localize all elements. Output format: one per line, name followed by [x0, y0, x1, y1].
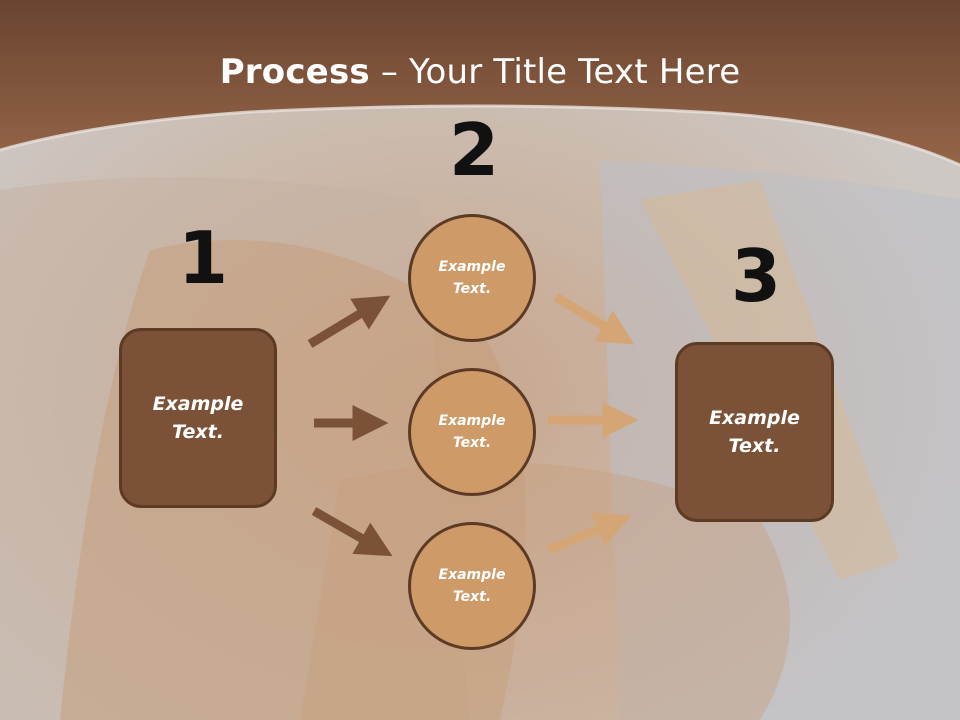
arrow-1-to-2c	[311, 507, 393, 557]
step-3-number: 3	[731, 234, 782, 318]
title-bold: Process	[219, 52, 370, 92]
step-2-number: 2	[449, 108, 500, 192]
arrow-1-to-2a	[307, 295, 391, 348]
step-3-box: Example Text.	[675, 342, 834, 522]
step-2-circle-3: Example Text.	[408, 522, 536, 650]
step-2-circle-2-text: Example Text.	[438, 412, 506, 451]
step-1-text: Example Text.	[152, 392, 244, 444]
step-1-box: Example Text.	[119, 328, 277, 508]
step-2-circle-2: Example Text.	[408, 368, 536, 496]
arrow-2a-to-3	[553, 293, 635, 345]
arrow-2c-to-3	[546, 512, 632, 555]
step-3-text: Example Text.	[709, 406, 800, 458]
step-2-circle-1: Example Text.	[408, 214, 536, 342]
step-2-circle-3-text: Example Text.	[438, 566, 506, 605]
step-2-circle-1-text: Example Text.	[438, 258, 506, 297]
title-rest: – Your Title Text Here	[369, 52, 741, 92]
page-title: Process – Your Title Text Here	[0, 52, 960, 92]
step-1-number: 1	[178, 216, 229, 300]
